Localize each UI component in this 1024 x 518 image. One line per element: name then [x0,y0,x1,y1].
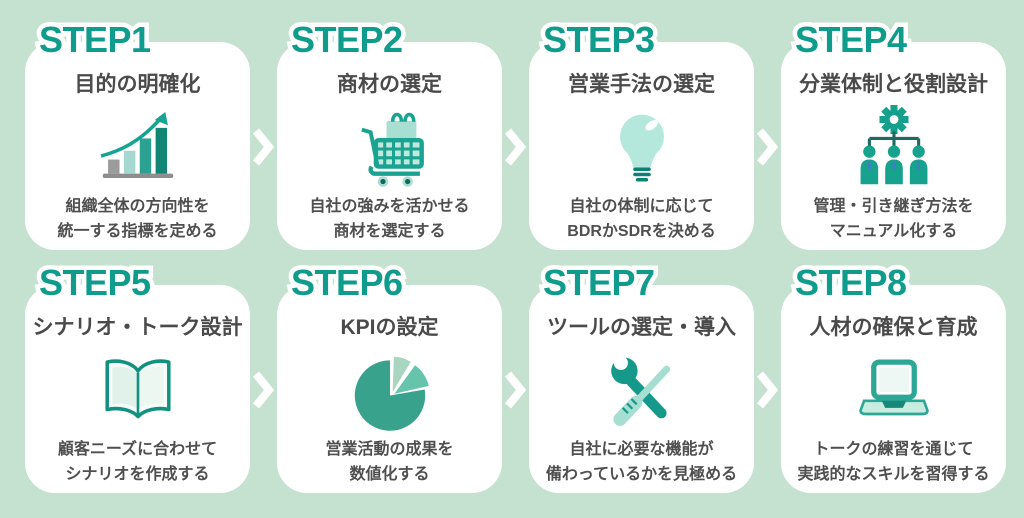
step4-label-outline: STEP4 [791,17,912,62]
step2-label-outline: STEP2 [287,17,408,62]
chevron-right-icon [756,371,778,409]
step2-desc-line1: 自社の強みを活かせる [309,198,470,216]
step7-desc-line1: 自社に必要な機能が [569,441,714,459]
chevron-right-icon [504,128,526,166]
step7-label: STEP7 STEP7 [539,260,660,305]
step2-description: 自社の強みを活かせる 商材を選定する [309,195,469,245]
tools-icon [598,346,686,438]
chevron-right-icon [756,128,778,166]
team-hierarchy-icon [850,103,938,195]
chevron-right-icon [504,371,526,409]
step3-label: STEP3 STEP3 [539,17,660,62]
step3-title: 営業手法の選定 [568,73,715,96]
step1-card: STEP1 STEP1 目的の明確化 組織全体の方向性を 統一する指標を定める [25,17,250,250]
step8-desc-line2: 実践的なスキルを習得する [797,465,990,483]
pie-chart-icon [346,346,434,438]
step6-card: STEP6 STEP6 KPIの設定 営業活動の成果を 数値化する [277,260,502,493]
open-book-icon [94,346,182,438]
step8-label-text: STEP8 [795,262,907,303]
step7-title: ツールの選定・導入 [547,316,736,339]
step1-label-outline: STEP1 [35,17,156,62]
shopping-cart-icon [346,103,434,195]
step5-desc-line1: 顧客ニーズに合わせて [57,441,218,459]
chevron-right-icon [252,128,274,166]
step4-label-text: STEP4 [795,19,907,60]
step2-card: STEP2 STEP2 商材の選定 自社の [277,17,502,250]
growth-chart-icon [92,103,184,195]
step8-label-outline: STEP8 [791,260,912,305]
step4-description: 管理・引き継ぎ方法を マニュアル化する [813,195,973,245]
step1-title: 目的の明確化 [74,73,201,96]
step5-card: STEP5 STEP5 シナリオ・トーク設計 顧客ニーズに合わせて シナリオを作… [25,260,250,493]
step5-label-text: STEP5 [39,262,151,303]
step7-label-text: STEP7 [543,262,655,303]
step4-title: 分業体制と役割設計 [799,73,988,96]
step7-card: STEP7 STEP7 ツールの選定・導入 自社に必要な機能が 備わっているかを… [529,260,754,493]
step3-card: STEP3 STEP3 営業手法の選定 自社の体制に応じて BDRかSDRを決め… [529,17,754,250]
step1-label-text: STEP1 [39,19,151,60]
step2-title: 商材の選定 [337,73,442,96]
step2-label-text: STEP2 [291,19,403,60]
step2-desc-line2: 商材を選定する [333,222,446,240]
step1-desc-line2: 統一する指標を定める [57,222,218,240]
step4-desc-line1: 管理・引き継ぎ方法を [813,198,974,216]
step8-card: STEP8 STEP8 人材の確保と育成 トークの練習を通じて 実践的なスキルを… [781,260,1006,493]
step2-label: STEP2 STEP2 [287,17,408,62]
step8-title: 人材の確保と育成 [809,316,978,339]
step5-desc-line2: シナリオを作成する [65,465,210,483]
step6-desc-line2: 数値化する [349,465,430,483]
step5-label: STEP5 STEP5 [35,260,156,305]
step5-label-outline: STEP5 [35,260,156,305]
lightbulb-icon [598,103,686,195]
step3-label-outline: STEP3 [539,17,660,62]
step7-desc-line2: 備わっているかを見極める [545,465,738,483]
step3-desc-line2: BDRかSDRを決める [567,222,716,240]
step4-card: STEP4 STEP4 分業体制と役割設計 [781,17,1006,250]
step7-description: 自社に必要な機能が 備わっているかを見極める [546,438,737,488]
step1-description: 組織全体の方向性を 統一する指標を定める [57,195,217,245]
step4-label: STEP4 STEP4 [791,17,912,62]
step6-title: KPIの設定 [340,316,439,339]
step6-label-outline: STEP6 [287,260,408,305]
step8-label: STEP8 STEP8 [791,260,912,305]
step1-desc-line1: 組織全体の方向性を [65,198,210,216]
chevron-right-icon [252,371,274,409]
step3-desc-line1: 自社の体制に応じて [569,198,714,216]
step5-title: シナリオ・トーク設計 [32,316,243,339]
laptop-icon [850,346,938,438]
step6-desc-line1: 営業活動の成果を [325,441,454,459]
step6-description: 営業活動の成果を 数値化する [325,438,453,488]
step3-description: 自社の体制に応じて BDRかSDRを決める [567,195,715,245]
step1-label: STEP1 STEP1 [35,17,156,62]
step4-desc-line2: マニュアル化する [829,222,958,240]
step8-desc-line1: トークの練習を通じて [813,441,974,459]
step6-label: STEP6 STEP6 [287,260,408,305]
step6-label-text: STEP6 [291,262,403,303]
step3-label-text: STEP3 [543,19,655,60]
step5-description: 顧客ニーズに合わせて シナリオを作成する [58,438,217,488]
step8-description: トークの練習を通じて 実践的なスキルを習得する [797,438,989,488]
step7-label-outline: STEP7 [539,260,660,305]
